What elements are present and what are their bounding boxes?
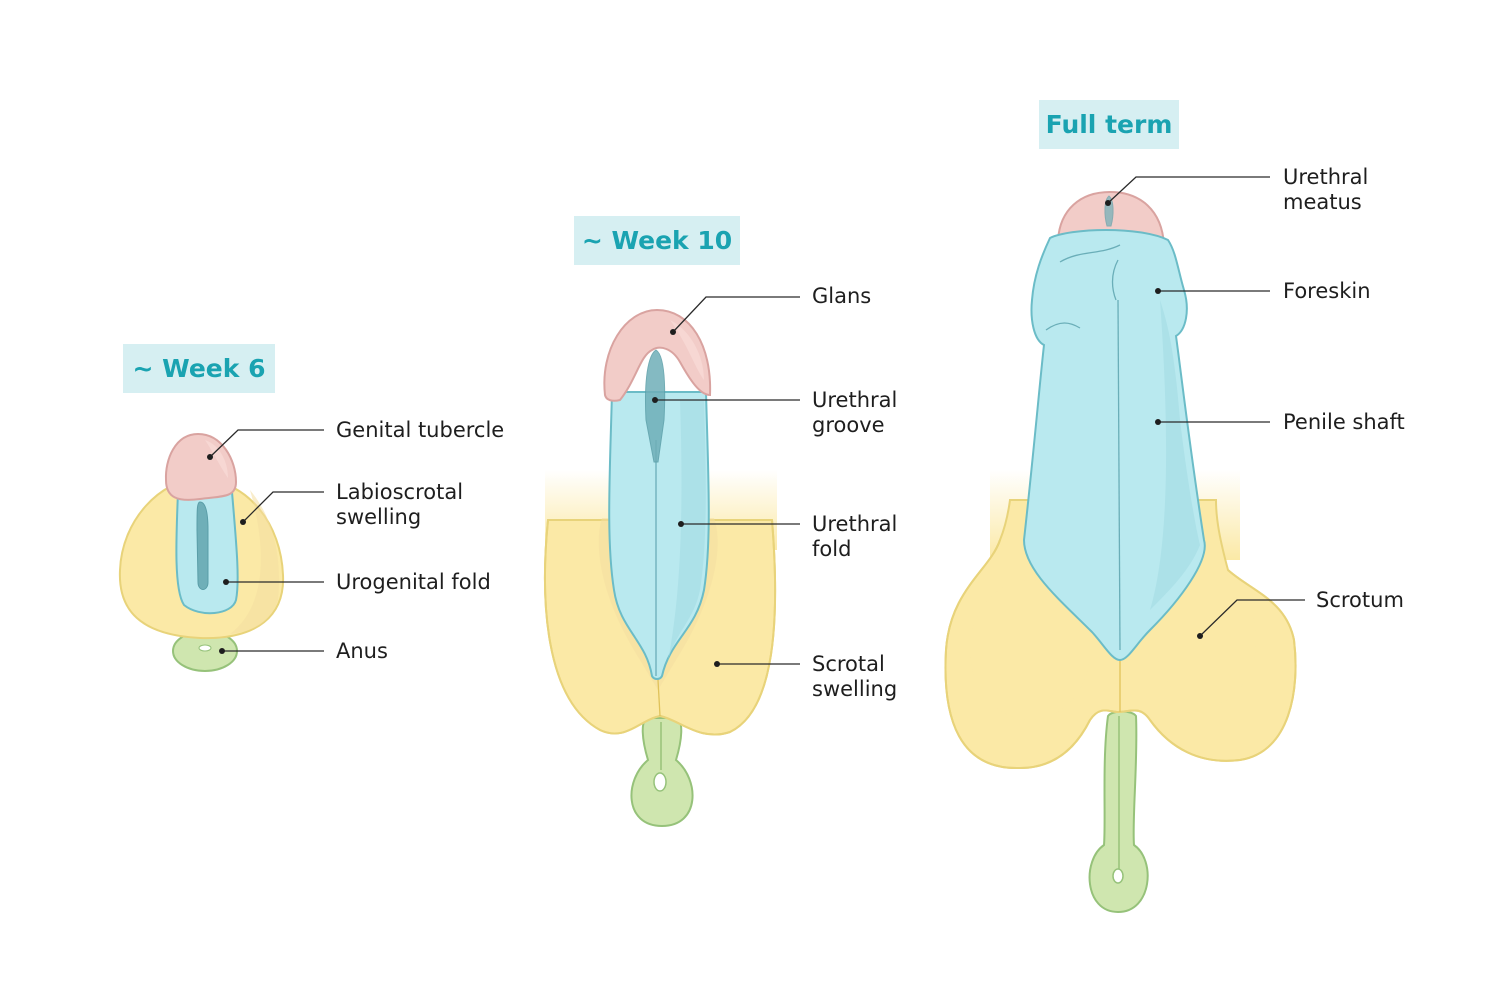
svg-text:Urogenital fold: Urogenital fold [336,570,491,594]
testis-right [1156,574,1256,706]
label-urethral-fold: Urethral fold [678,512,897,561]
svg-text:Urethral: Urethral [812,388,897,412]
svg-text:Glans: Glans [812,284,871,308]
stage-week6: ~ Week 6 Genital tubercle Labioscrotal [118,344,504,672]
svg-text:Labioscrotal: Labioscrotal [336,480,463,504]
label-glans: Glans [670,284,871,335]
stage-badge [574,216,740,265]
testis-left [970,580,1090,720]
svg-text:Genital tubercle: Genital tubercle [336,418,504,442]
scrotum-outline [944,539,1297,770]
label-genital-tubercle: Genital tubercle [207,418,504,460]
urethral-groove-shape [645,349,666,463]
anus-shape [630,717,694,828]
week6-illustration [118,432,285,672]
stage-badge [123,344,275,393]
foreskin-fold-3 [1045,322,1081,331]
svg-text:Anus: Anus [336,639,388,663]
svg-text:Urethral: Urethral [812,512,897,536]
svg-text:Scrotum: Scrotum [1316,588,1404,612]
svg-text:Scrotal: Scrotal [812,652,885,676]
foreskin-fold-2 [1111,259,1119,301]
label-foreskin: Foreskin [1155,279,1371,303]
stage-fullterm: Full term [944,100,1405,914]
anus-opening [653,772,667,792]
svg-text:fold: fold [812,537,851,561]
label-scrotal-swelling: Scrotal swelling [714,652,897,701]
foreskin-fold-1 [1059,244,1121,263]
urogenital-groove [196,501,209,590]
fullterm-illustration [944,190,1297,914]
fold-shade [668,400,706,660]
svg-text:Penile shaft: Penile shaft [1283,410,1405,434]
svg-text:swelling: swelling [336,505,421,529]
svg-text:Urethral: Urethral [1283,165,1368,189]
label-urethral-meatus: Urethral meatus [1105,165,1368,214]
scrotal-raphe [657,679,661,717]
shaft-midline [1117,299,1121,651]
label-penile-shaft: Penile shaft [1155,410,1405,434]
stage-week10: ~ Week 10 Glans [544,216,897,828]
svg-text:swelling: swelling [812,677,897,701]
label-scrotum: Scrotum [1197,588,1404,639]
stage-title: Full term [1046,110,1173,139]
svg-text:Foreskin: Foreskin [1283,279,1371,303]
swelling-outline [544,519,777,736]
stage-title: ~ Week 10 [582,226,732,255]
label-labioscrotal-swelling: Labioscrotal swelling [240,480,463,529]
svg-text:meatus: meatus [1283,190,1362,214]
label-anus: Anus [219,639,388,663]
swelling-shade [230,490,280,634]
label-urogenital-fold: Urogenital fold [223,570,491,594]
svg-text:groove: groove [812,413,885,437]
penile-shaft-shape [1022,229,1206,662]
shaft-shade [1150,300,1200,610]
stage-title: ~ Week 6 [133,354,266,383]
anus-opening [198,644,212,652]
week10-illustration [544,308,777,828]
glans-highlight [670,320,704,380]
tubercle-highlight [205,440,228,478]
anus-opening [1112,868,1124,884]
stage-badge [1039,100,1179,149]
label-urethral-groove: Urethral groove [652,388,897,437]
